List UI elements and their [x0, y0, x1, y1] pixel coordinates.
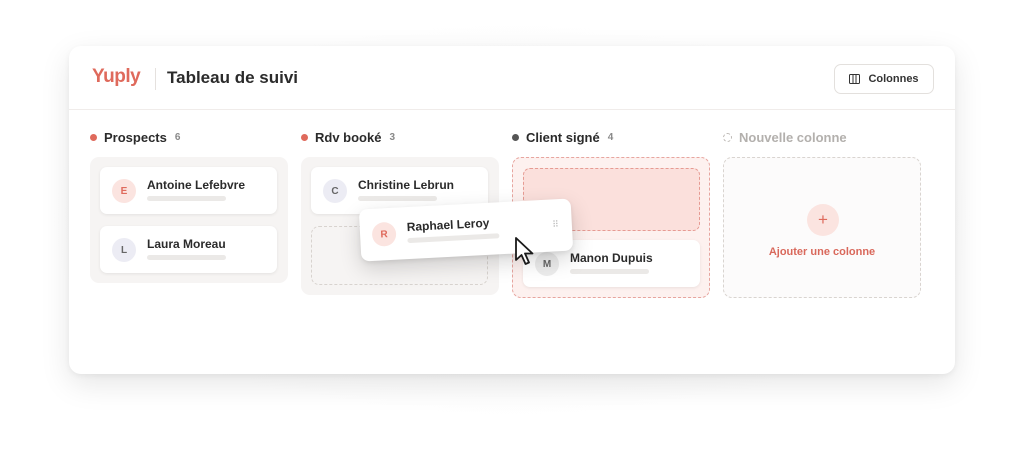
lead-name: Raphael Leroy [406, 215, 490, 235]
header-divider [155, 68, 156, 90]
plus-icon[interactable]: + [807, 204, 839, 236]
placeholder-line [358, 196, 437, 201]
lead-name: Christine Lebrun [358, 178, 455, 192]
board-window: Yuply Tableau de suivi Colonnes Prospect… [69, 46, 955, 374]
status-dot [301, 134, 308, 141]
column-count: 4 [607, 132, 614, 143]
status-dot [90, 134, 97, 141]
column-header-client-signe[interactable]: Client signé 4 [512, 130, 613, 145]
column-count: 6 [174, 132, 181, 143]
avatar: L [112, 238, 136, 262]
app-logo[interactable]: Yuply [92, 66, 141, 87]
columns-button[interactable]: Colonnes [834, 64, 934, 94]
columns-icon [849, 74, 861, 84]
column-title: Rdv booké [315, 130, 382, 145]
column-title: Prospects [104, 130, 167, 145]
lead-card[interactable]: L Laura Moreau [100, 226, 277, 273]
avatar: M [535, 252, 559, 276]
page-title: Tableau de suivi [167, 68, 299, 87]
lead-card[interactable]: E Antoine Lefebvre [100, 167, 277, 214]
placeholder-line [147, 255, 226, 260]
lead-name: Antoine Lefebvre [147, 178, 246, 192]
mouse-cursor-icon [515, 237, 534, 265]
avatar: R [371, 221, 397, 247]
placeholder-line [407, 233, 500, 244]
lead-name: Laura Moreau [147, 237, 226, 251]
column-lane-prospects: E Antoine Lefebvre L Laura Moreau [90, 157, 288, 283]
drag-handle-icon[interactable]: ⠿ [551, 219, 559, 230]
avatar: E [112, 179, 136, 203]
placeholder-line [570, 269, 649, 274]
dashed-circle-icon [723, 133, 732, 142]
dragging-card[interactable]: R Raphael Leroy ⠿ [358, 198, 574, 262]
status-dot [512, 134, 519, 141]
column-header-prospects[interactable]: Prospects 6 [90, 130, 180, 145]
column-title: Client signé [526, 130, 600, 145]
columns-button-label: Colonnes [868, 73, 919, 85]
header: Yuply Tableau de suivi Colonnes [69, 46, 955, 110]
avatar: C [323, 179, 347, 203]
column-count: 3 [389, 132, 396, 143]
column-header-rdv-booke[interactable]: Rdv booké 3 [301, 130, 395, 145]
lead-name: Manon Dupuis [570, 251, 653, 265]
column-title: Nouvelle colonne [739, 130, 847, 145]
column-header-nouvelle-colonne[interactable]: Nouvelle colonne [723, 130, 847, 145]
add-column-label[interactable]: Ajouter une colonne [768, 246, 876, 258]
add-column-area[interactable]: + Ajouter une colonne [723, 157, 921, 298]
lead-card[interactable]: C Christine Lebrun [311, 167, 488, 214]
placeholder-line [147, 196, 226, 201]
